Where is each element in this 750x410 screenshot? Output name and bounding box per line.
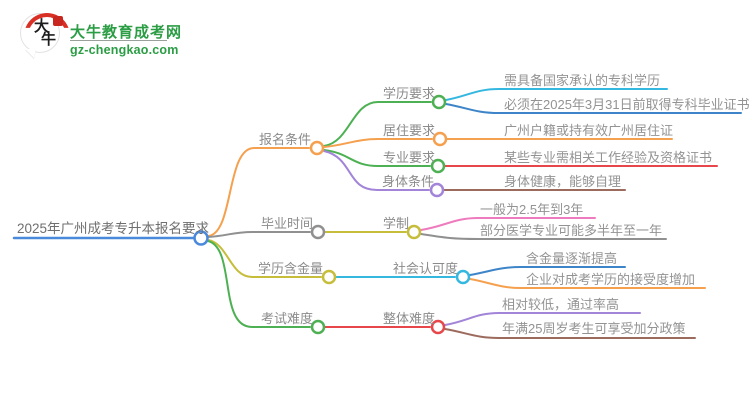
sub-label-shenti-tiaojian[interactable]: 身体条件: [382, 174, 435, 189]
line-leaf-nandu-1: [444, 312, 641, 326]
sub-label-zhuanye-yaoqiu[interactable]: 专业要求: [383, 150, 436, 165]
leaf-renkedu-2[interactable]: 企业对成考学历的接受度增加: [526, 272, 696, 287]
line-leaf-xueli-2: [445, 103, 742, 114]
line-leaf-renkedu-2: [469, 278, 706, 289]
logo-characters: 大 牛: [34, 20, 62, 48]
node-circle-juzhu[interactable]: [432, 131, 448, 147]
leaf-xuezhi-1[interactable]: 一般为2.5年到3年: [480, 202, 584, 217]
leaf-nandu-1[interactable]: 相对较低，通过率高: [502, 297, 620, 312]
leaf-xueli-2[interactable]: 必须在2025年3月31日前取得专科毕业证书: [504, 97, 750, 112]
branch-label-biye[interactable]: 毕业时间: [261, 216, 314, 231]
line-leaf-xuezhi-1: [420, 217, 596, 231]
node-circle-xuezhi[interactable]: [406, 224, 422, 240]
node-circle-nandu[interactable]: [430, 319, 446, 335]
leaf-shenti-1[interactable]: 身体健康，能够自理: [504, 174, 622, 189]
sub-label-juzhu-yaoqiu[interactable]: 居住要求: [383, 123, 436, 138]
line-juzhu-yaoqiu: [323, 138, 433, 148]
node-circle-zhuanye[interactable]: [430, 158, 446, 174]
line-zhuanye-yaoqiu: [323, 149, 431, 167]
branch-label-baoming[interactable]: 报名条件: [259, 132, 312, 147]
bull-logo-icon: 大 牛: [20, 13, 70, 58]
logo-subtitle: gz-chengkao.com: [70, 43, 179, 57]
leaf-xuezhi-2[interactable]: 部分医学专业可能多半年至一年: [480, 223, 663, 238]
line-kaoshi: [207, 240, 311, 328]
leaf-nandu-2[interactable]: 年满25周岁考生可享受加分政策: [502, 321, 686, 336]
logo-char-niu: 牛: [41, 32, 57, 48]
leaf-renkedu-1[interactable]: 含金量逐渐提高: [526, 251, 618, 266]
line-leaf-xueli-1: [445, 88, 668, 101]
node-circle-hanjinliang[interactable]: [321, 269, 337, 285]
leaf-xueli-1[interactable]: 需具备国家承认的专科学历: [504, 73, 661, 88]
sub-label-zhengti-nandu[interactable]: 整体难度: [383, 311, 436, 326]
branch-lines: [12, 88, 742, 339]
leaf-juzhu-1[interactable]: 广州户籍或持有效广州居住证: [504, 123, 674, 138]
line-shenti-tiaojian: [323, 150, 430, 191]
line-leaf-nandu-2: [444, 328, 696, 339]
branch-label-kaoshi[interactable]: 考试难度: [261, 311, 314, 326]
node-circle-baoming[interactable]: [309, 140, 325, 156]
node-circles: [193, 94, 471, 335]
line-leaf-xuezhi-2: [420, 233, 667, 240]
node-circle-kaoshi[interactable]: [310, 319, 326, 335]
root-node-label[interactable]: 2025年广州成考专升本报名要求: [17, 221, 210, 236]
logo-char-da: 大: [34, 19, 50, 35]
sub-label-xueli-yaoqiu[interactable]: 学历要求: [383, 86, 436, 101]
logo-divider: [70, 40, 167, 41]
node-circle-renkedu[interactable]: [455, 269, 471, 285]
logo-red-seal: [53, 16, 63, 26]
line-leaf-renkedu-1: [469, 266, 626, 276]
leaf-zhuanye-1[interactable]: 某些专业需相关工作经验及资格证书: [504, 150, 713, 165]
logo-bubble-tail: [25, 49, 36, 58]
node-circle-shenti[interactable]: [429, 182, 445, 198]
node-circle-biye[interactable]: [310, 224, 326, 240]
node-circle-root[interactable]: [193, 230, 209, 246]
branch-label-hanjinliang[interactable]: 学历含金量: [258, 261, 324, 276]
logo-title: 大牛教育成考网: [70, 24, 183, 41]
sub-label-xuezhi[interactable]: 学制: [383, 216, 410, 231]
sub-label-shehui-renkedu[interactable]: 社会认可度: [393, 261, 459, 276]
site-logo: 大 牛 大牛教育成考网 gz-chengkao.com: [14, 10, 204, 62]
line-biye: [207, 231, 311, 238]
line-baoming: [207, 147, 310, 237]
line-hanjinliang: [207, 239, 322, 278]
node-circle-xueli[interactable]: [431, 94, 447, 110]
line-xueli-yaoqiu: [323, 101, 432, 147]
